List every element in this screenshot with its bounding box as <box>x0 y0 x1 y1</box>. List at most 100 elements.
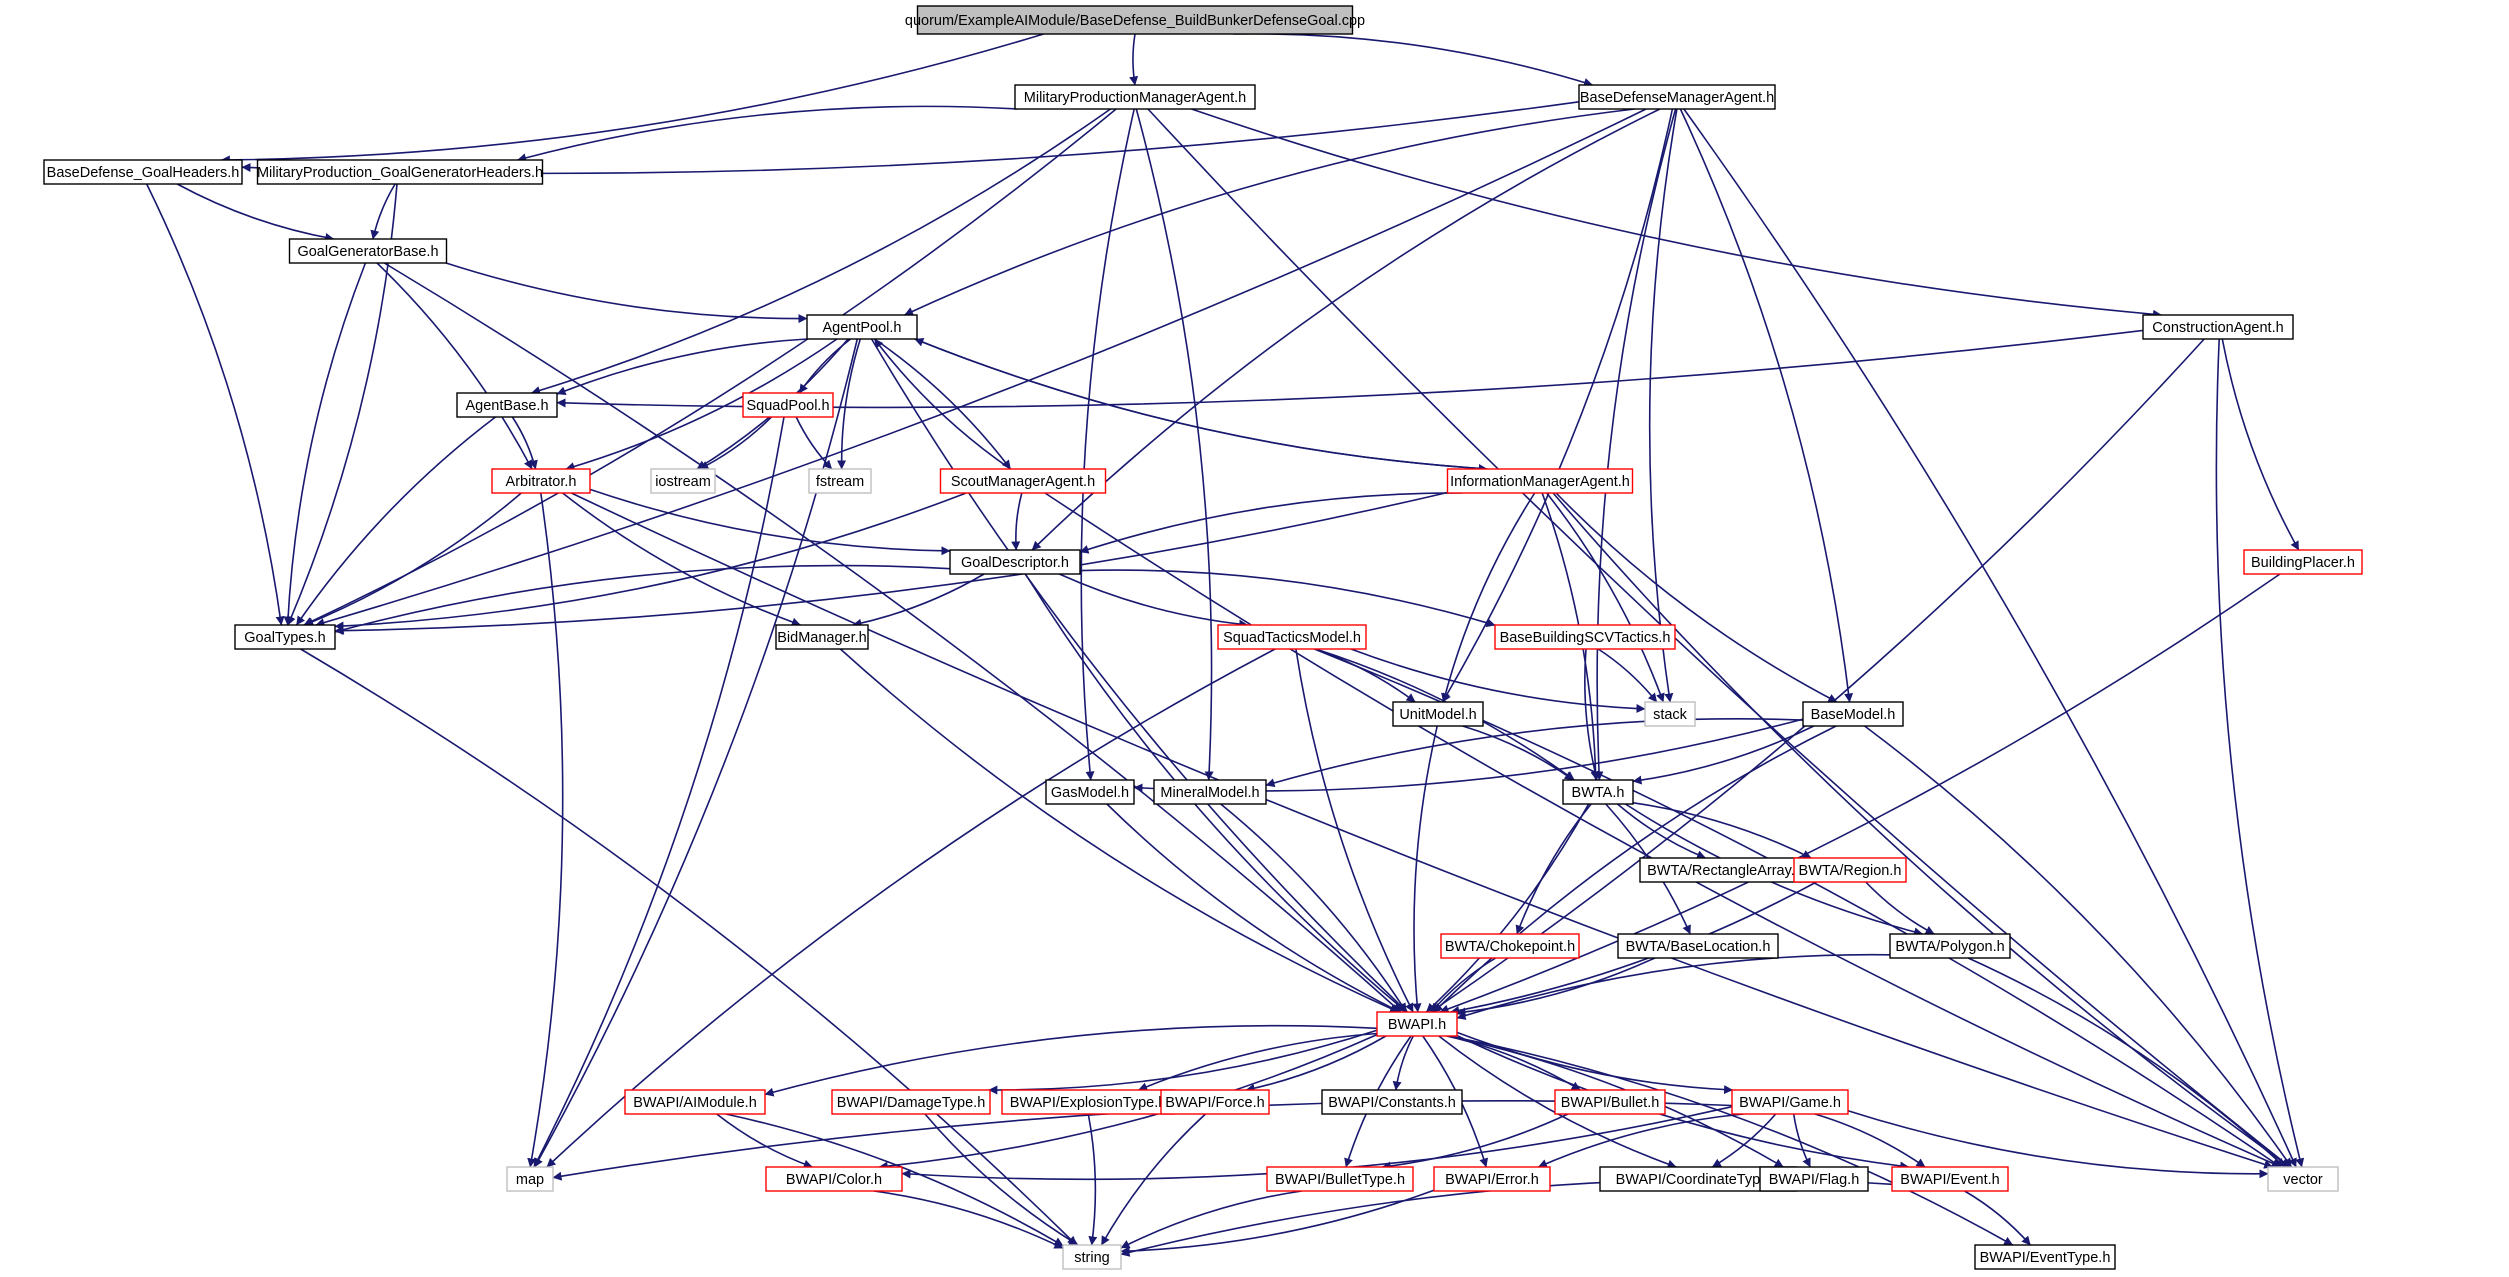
node-sp[interactable]: SquadPool.h <box>742 392 834 418</box>
node-ima[interactable]: InformationManagerAgent.h <box>1446 468 1634 494</box>
node-mm[interactable]: MineralModel.h <box>1153 779 1267 805</box>
node-ima-box <box>1446 468 1634 494</box>
node-um[interactable]: UnitModel.h <box>1392 701 1484 727</box>
edge-mpggh-to-ggb <box>370 183 396 240</box>
node-cp[interactable]: BWTA/Chokepoint.h <box>1440 933 1580 959</box>
node-err[interactable]: BWAPI/Error.h <box>1433 1166 1551 1192</box>
node-ra[interactable]: BWTA/RectangleArray.h <box>1639 857 1811 883</box>
node-bl[interactable]: BWTA/BaseLocation.h <box>1617 933 1779 959</box>
edge-bt-to-str <box>1120 1190 1302 1249</box>
node-cst[interactable]: BWAPI/Constants.h <box>1321 1089 1463 1115</box>
node-evt[interactable]: BWAPI/Event.h <box>1891 1166 2009 1192</box>
edge-bbst-to-bwta <box>1584 648 1600 781</box>
edge-reg-to-poly <box>1865 881 1935 935</box>
node-ggb[interactable]: GoalGeneratorBase.h <box>288 238 448 264</box>
edge-ap-to-bwapi <box>870 338 1408 1013</box>
node-bp[interactable]: BuildingPlacer.h <box>2243 549 2363 575</box>
node-ca[interactable]: ConstructionAgent.h <box>2142 314 2294 340</box>
node-bwta-label: BWTA.h <box>1572 785 1625 801</box>
node-poly[interactable]: BWTA/Polygon.h <box>1889 933 2011 959</box>
node-ct-label: BWAPI/CoordinateType.h <box>1616 1172 1781 1188</box>
node-arb[interactable]: Arbitrator.h <box>491 468 591 494</box>
node-bdgh[interactable]: BaseDefense_GoalHeaders.h <box>43 159 243 185</box>
edge-sma-to-gt <box>334 492 967 631</box>
edge-sma-to-gd <box>1011 492 1023 551</box>
node-bwta-box <box>1562 779 1634 805</box>
node-map-label: map <box>516 1172 544 1188</box>
node-bwapi[interactable]: BWAPI.h <box>1376 1011 1458 1037</box>
node-dt[interactable]: BWAPI/DamageType.h <box>831 1089 991 1115</box>
node-col[interactable]: BWAPI/Color.h <box>765 1166 903 1192</box>
node-ab[interactable]: AgentBase.h <box>456 392 558 418</box>
node-col-box <box>765 1166 903 1192</box>
edge-mpma-to-gm <box>1080 108 1135 781</box>
node-gd-label: GoalDescriptor.h <box>961 555 1069 571</box>
nodes-layer: quorum/ExampleAIModule/BaseDefense_Build… <box>43 5 2363 1270</box>
node-frc-box <box>1160 1089 1270 1115</box>
edge-bm-to-bwapi <box>839 648 1400 1013</box>
node-mpma[interactable]: MilitaryProductionManagerAgent.h <box>1014 84 1256 110</box>
edge-ggb-to-arb <box>376 262 533 470</box>
node-mpggh[interactable]: MilitaryProduction_GoalGeneratorHeaders.… <box>256 159 544 185</box>
node-bm-box <box>775 624 869 650</box>
node-evtt[interactable]: BWAPI/EventType.h <box>1974 1244 2116 1270</box>
edge-bwapi-to-ct <box>1438 1035 1677 1169</box>
edge-reg-to-bwapi <box>1450 881 1817 1015</box>
edge-sp-to-fst <box>795 416 833 470</box>
node-stm[interactable]: SquadTacticsModel.h <box>1217 624 1367 650</box>
edge-bul-to-bt <box>1381 1113 1569 1171</box>
node-bt[interactable]: BWAPI/BulletType.h <box>1266 1166 1414 1192</box>
edge-mm-to-bwapi <box>1220 803 1407 1013</box>
edge-bdma-to-bwta <box>1594 108 1677 781</box>
node-ct[interactable]: BWAPI/CoordinateType.h <box>1599 1166 1797 1192</box>
node-bl-box <box>1617 933 1779 959</box>
node-reg[interactable]: BWTA/Region.h <box>1793 857 1907 883</box>
node-evtt-box <box>1974 1244 2116 1270</box>
node-bmo-box <box>1802 701 1904 727</box>
node-aim[interactable]: BWAPI/AIModule.h <box>624 1089 766 1115</box>
edge-bdma-to-gt <box>315 108 1647 627</box>
node-flag[interactable]: BWAPI/Flag.h <box>1759 1166 1869 1192</box>
node-mpma-label: MilitaryProductionManagerAgent.h <box>1024 90 1246 106</box>
node-root-box <box>916 5 1354 35</box>
node-um-label: UnitModel.h <box>1399 707 1476 723</box>
edge-stm-to-map <box>546 648 1276 1168</box>
node-arb-label: Arbitrator.h <box>506 474 577 490</box>
edge-game-to-flag <box>1792 1113 1812 1168</box>
edge-evt-to-evtt <box>1964 1190 2031 1246</box>
node-root[interactable]: quorum/ExampleAIModule/BaseDefense_Build… <box>905 5 1365 35</box>
edge-ima-to-gd <box>1079 492 1463 554</box>
edge-bwapi-to-flag <box>1447 1035 1784 1168</box>
node-bmo[interactable]: BaseModel.h <box>1802 701 1904 727</box>
edge-ima-to-um <box>1441 492 1536 703</box>
node-gm[interactable]: GasModel.h <box>1045 779 1135 805</box>
node-bul[interactable]: BWAPI/Bullet.h <box>1554 1089 1666 1115</box>
node-sp-label: SquadPool.h <box>746 398 829 414</box>
node-ap[interactable]: AgentPool.h <box>806 314 918 340</box>
edge-ca-to-vec <box>2215 338 2305 1168</box>
edge-bp-to-bwapi <box>1439 573 2281 1014</box>
node-bp-box <box>2243 549 2363 575</box>
edge-mpma-to-mpggh <box>517 105 1018 163</box>
node-bdma[interactable]: BaseDefenseManagerAgent.h <box>1578 84 1776 110</box>
node-bdma-label: BaseDefenseManagerAgent.h <box>1580 90 1774 106</box>
node-sma[interactable]: ScoutManagerAgent.h <box>939 468 1107 494</box>
node-et[interactable]: BWAPI/ExplosionType.h <box>1001 1089 1175 1115</box>
node-gt[interactable]: GoalTypes.h <box>234 624 336 650</box>
node-bwapi-label: BWAPI.h <box>1388 1017 1446 1033</box>
edge-um-to-bwapi <box>1412 725 1438 1013</box>
node-sp-box <box>742 392 834 418</box>
edge-ima-to-vec <box>1552 492 2291 1168</box>
node-bbst[interactable]: BaseBuildingSCVTactics.h <box>1494 624 1676 650</box>
node-frc[interactable]: BWAPI/Force.h <box>1160 1089 1270 1115</box>
node-game[interactable]: BWAPI/Game.h <box>1731 1089 1849 1115</box>
node-flag-label: BWAPI/Flag.h <box>1769 1172 1860 1188</box>
node-mpma-box <box>1014 84 1256 110</box>
node-gd[interactable]: GoalDescriptor.h <box>949 549 1081 575</box>
node-bm[interactable]: BidManager.h <box>775 624 869 650</box>
edge-gd-to-bwapi <box>1024 573 1408 1013</box>
edge-ima-to-gt <box>334 491 1448 636</box>
node-stk-box <box>1644 701 1696 727</box>
node-bwta[interactable]: BWTA.h <box>1562 779 1634 805</box>
